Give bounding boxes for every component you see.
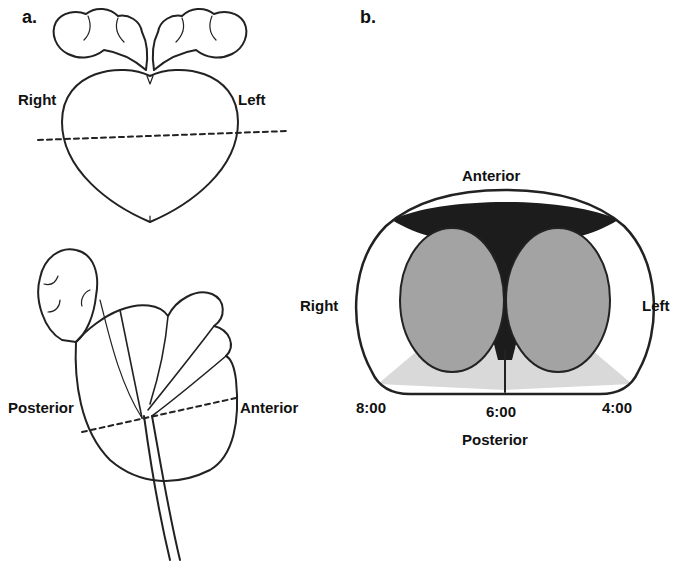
transition-zone-lobe xyxy=(400,228,504,372)
side-label: Anterior xyxy=(240,400,298,417)
clock-position: 6:00 xyxy=(486,404,516,421)
bladder-neck xyxy=(76,292,231,356)
transition-zone-lobe xyxy=(506,228,610,372)
side-label: Right xyxy=(18,92,56,109)
side-label: Anterior xyxy=(462,168,520,185)
side-label: Left xyxy=(642,298,670,315)
panel-letter: b. xyxy=(360,8,376,28)
seminal-vesicle xyxy=(54,9,148,70)
seminal-vesicle xyxy=(38,249,97,342)
section-line xyxy=(38,131,288,140)
prostate-cross-section xyxy=(356,190,654,394)
section-line xyxy=(82,398,236,432)
prostate-outline xyxy=(62,70,238,222)
panel-letter: a. xyxy=(22,8,37,28)
clock-position: 4:00 xyxy=(602,400,632,417)
clock-position: 8:00 xyxy=(356,400,386,417)
side-label: Posterior xyxy=(8,400,74,417)
urethra xyxy=(144,416,180,560)
side-label: Right xyxy=(300,298,338,315)
side-label: Left xyxy=(238,92,266,109)
seminal-vesicle xyxy=(153,9,247,70)
side-label: Posterior xyxy=(462,432,528,449)
prostate-outline xyxy=(76,342,237,481)
